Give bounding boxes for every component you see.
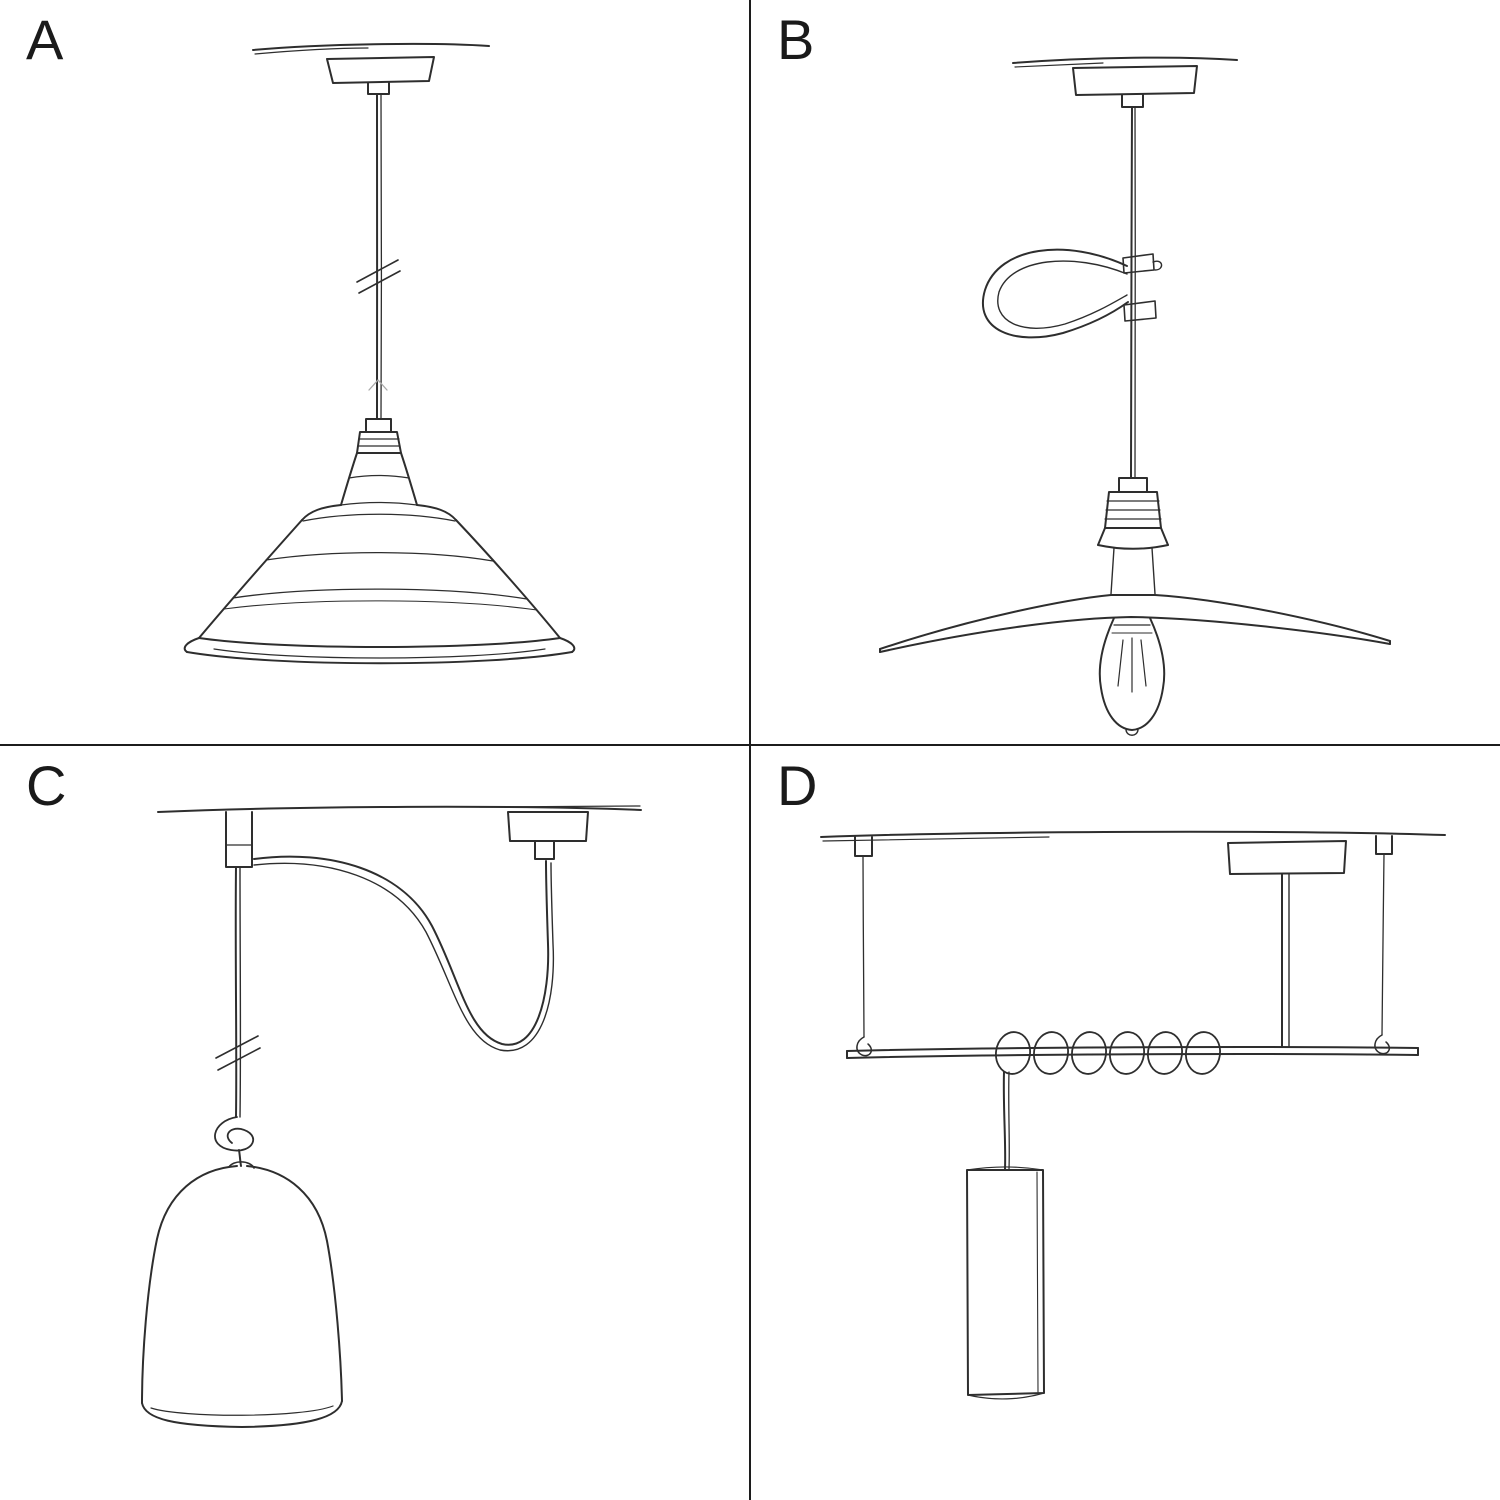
pendant-sketch-swag-hook-bell-shade [141, 805, 642, 1428]
bowl-lamp-shade [183, 504, 576, 665]
coiled-cable [995, 1031, 1221, 1075]
pendant-cable [356, 93, 401, 420]
panel-c: C [0, 746, 749, 1500]
panel-c-label: C [26, 754, 69, 817]
pendant-sketch-spring-hook-saucer-shade-bulb [879, 56, 1391, 736]
panel-d-label: D [777, 754, 820, 817]
horizontal-bar [846, 1046, 1419, 1059]
left-suspension-wire [854, 836, 873, 1057]
drop-cable [1002, 1071, 1010, 1170]
flat-saucer-shade [879, 594, 1391, 653]
lamp-holder [340, 418, 418, 506]
pendant-sketch-bar-suspension-coiled-cable-cylinder-shade [820, 830, 1446, 1400]
ceiling-line [820, 830, 1446, 842]
light-bulb [1098, 617, 1166, 736]
length-adjust-chevron-icon [368, 379, 388, 391]
ceiling-rose [1227, 840, 1347, 1048]
spring-hook-loop [982, 248, 1163, 339]
cylinder-lamp-shade [966, 1166, 1045, 1400]
swag-hook-bracket [225, 811, 253, 868]
ceiling-line [157, 805, 642, 813]
cable-knot [214, 1116, 254, 1167]
grid-divider-vertical [749, 0, 751, 1500]
ceiling-rose [507, 811, 589, 860]
ceiling-rose [1072, 65, 1198, 108]
swag-cable [253, 855, 555, 1052]
ceiling-line [252, 42, 490, 55]
bell-lamp-shade [141, 1161, 343, 1428]
right-suspension-wire [1374, 835, 1393, 1055]
pendant-cable [1130, 106, 1137, 479]
drop-cable [215, 866, 261, 1118]
panel-b: B [751, 0, 1500, 744]
panel-b-label: B [777, 8, 817, 71]
pendant-sketch-straight-cable-bowl-shade [183, 42, 576, 665]
panel-a-label: A [26, 8, 66, 71]
panel-a: A [0, 0, 749, 744]
lamp-holder [1097, 477, 1169, 595]
ceiling-line [1012, 56, 1238, 68]
panel-d: D [751, 746, 1500, 1500]
ceiling-rose [326, 56, 435, 95]
grid-divider-horizontal [0, 744, 1500, 746]
